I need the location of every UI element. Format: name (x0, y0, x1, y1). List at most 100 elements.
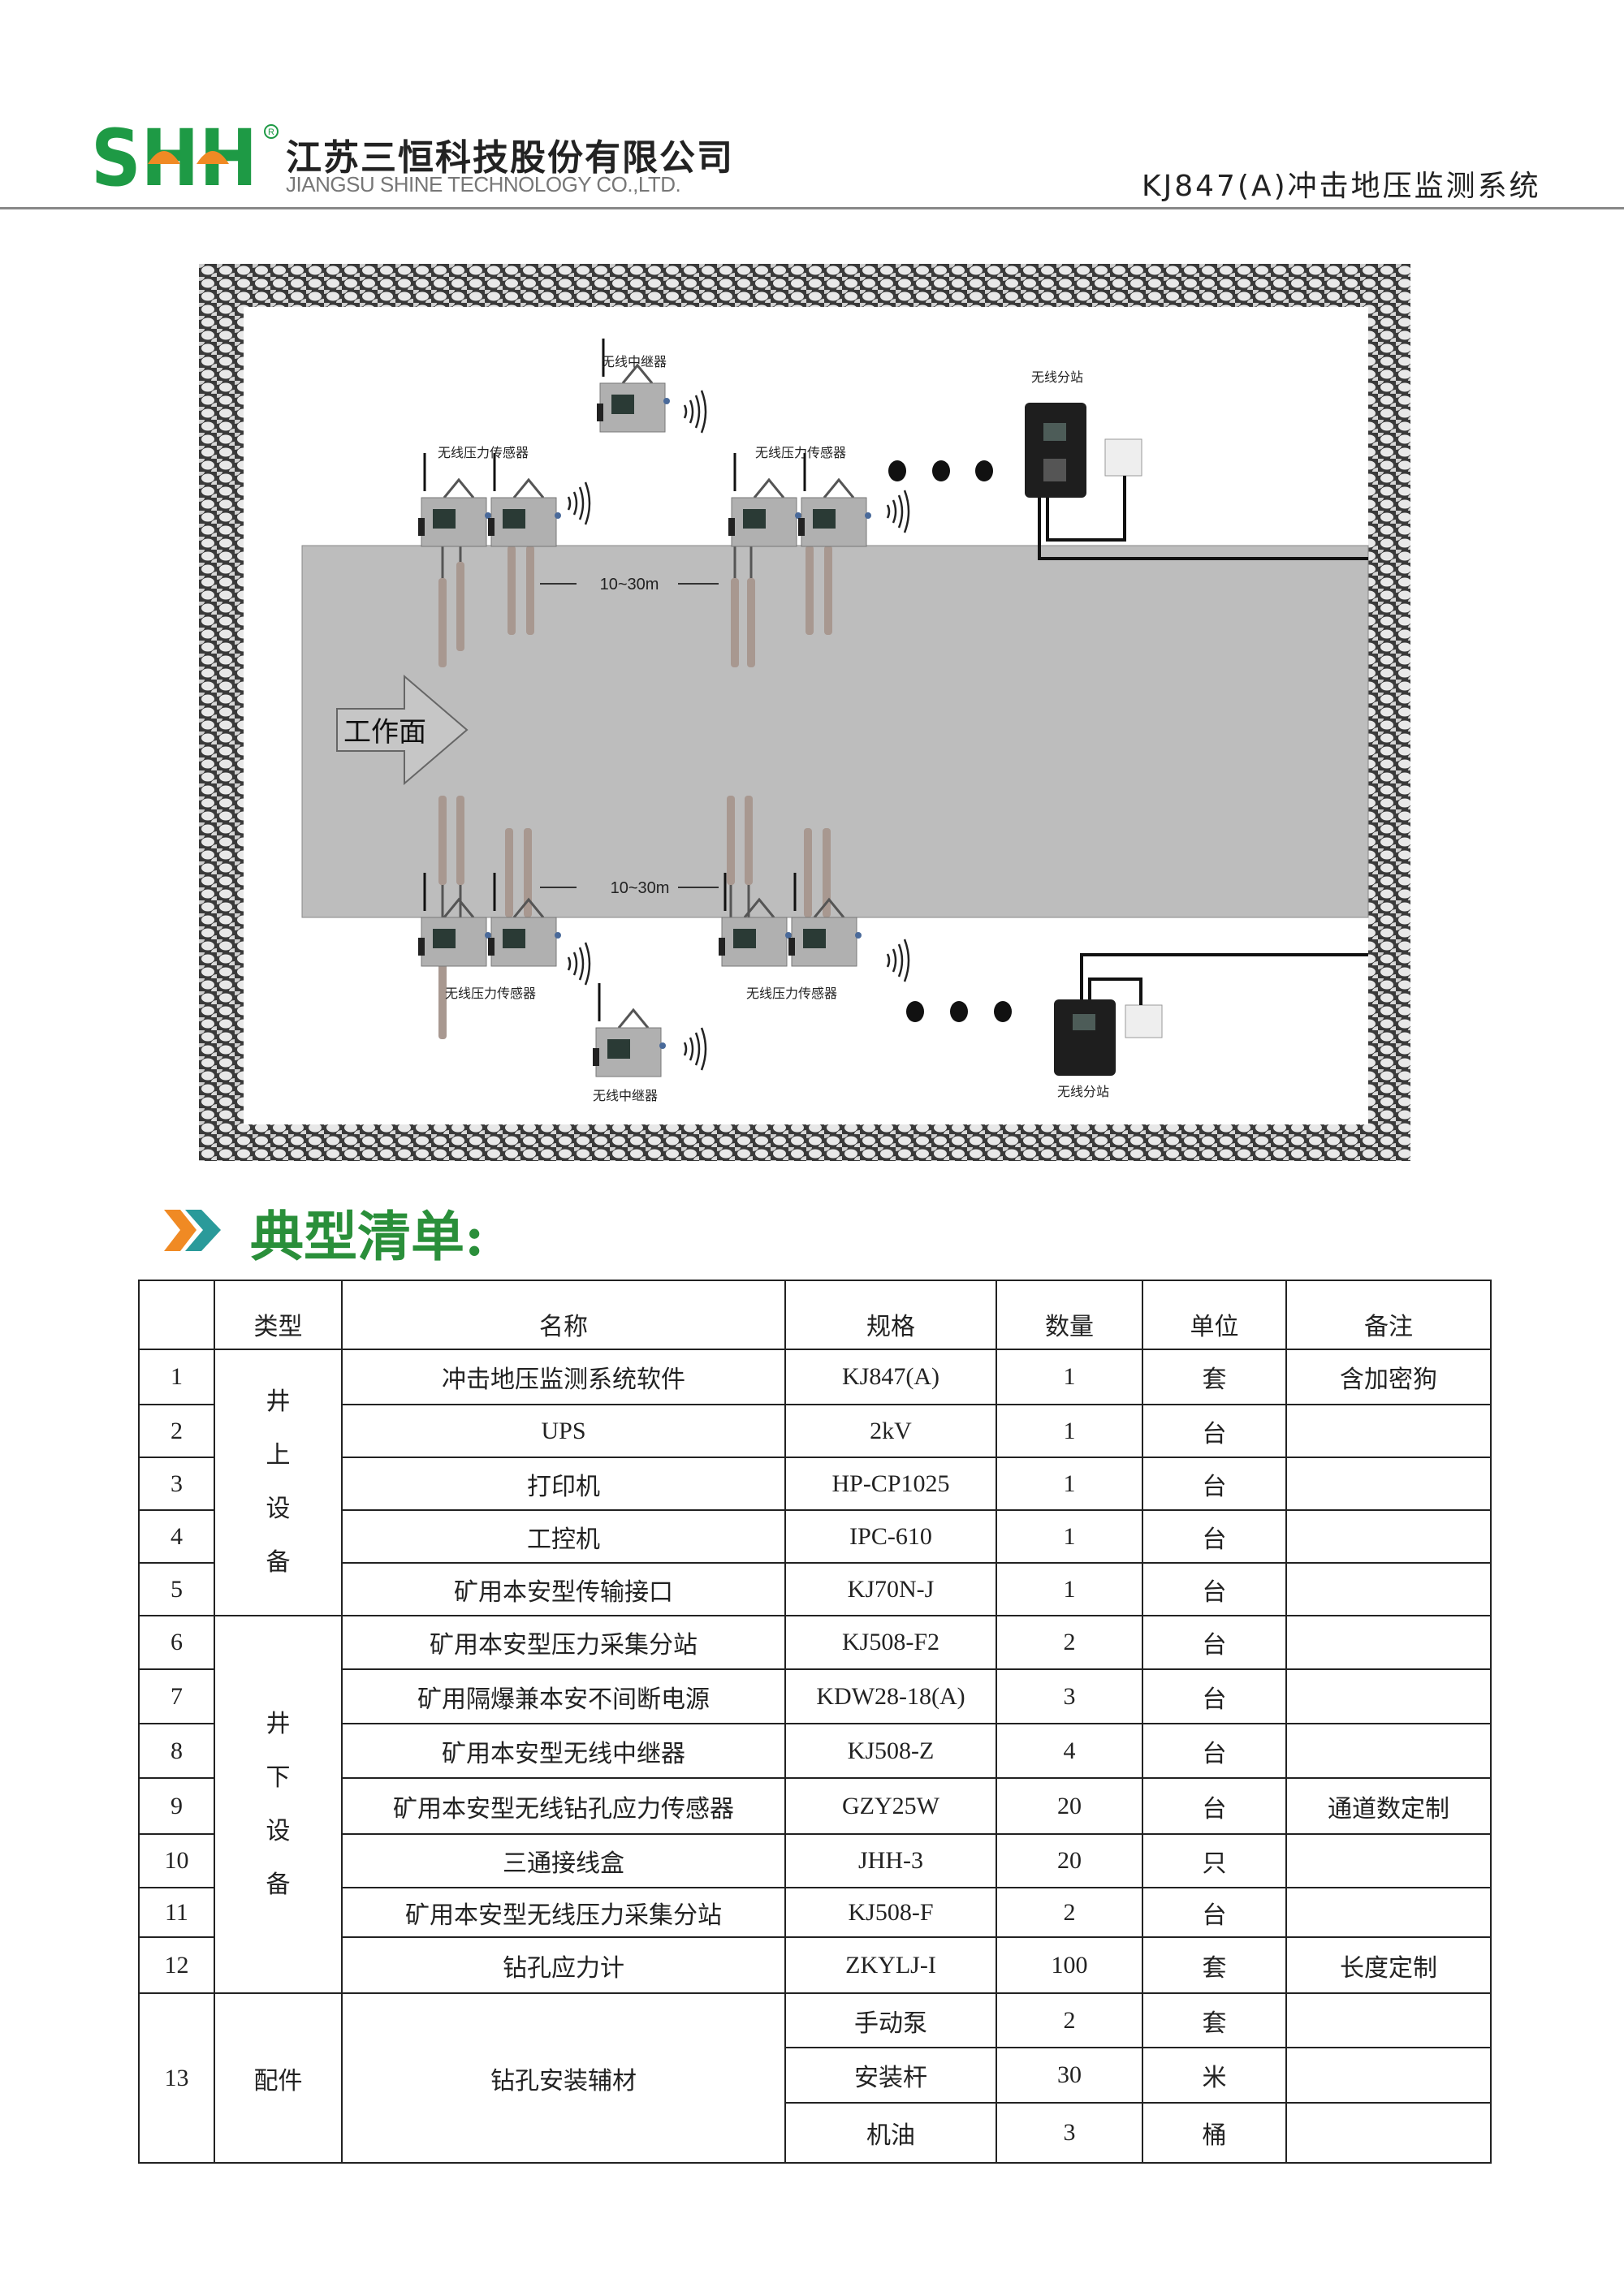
cell-spec: HP-CP1025 (784, 1457, 997, 1511)
header-no (138, 1280, 215, 1350)
row-no: 1 (138, 1349, 215, 1405)
cell-unit: 套 (1142, 1936, 1287, 1994)
row-no: 5 (138, 1562, 215, 1616)
cell-qty: 3 (996, 2102, 1143, 2164)
wireless-station-top (1025, 403, 1142, 498)
cell-note (1285, 1509, 1492, 1564)
cell-qty: 1 (996, 1404, 1143, 1458)
cell-note (1285, 1404, 1492, 1458)
cell-note (1285, 1457, 1492, 1511)
cell-unit: 套 (1142, 1992, 1287, 2048)
cell-note (1285, 1615, 1492, 1670)
cell-spec: 机油 (784, 2102, 997, 2164)
company-name-cn: 江苏三恒科技股份有限公司 (286, 137, 734, 179)
cell-unit: 台 (1142, 1562, 1287, 1616)
cell-qty: 1 (996, 1457, 1143, 1511)
row-no: 13 (138, 1992, 215, 2164)
cell-note (1285, 1723, 1492, 1779)
cell-name: 冲击地压监测系统软件 (341, 1349, 786, 1405)
cell-note (1285, 2102, 1492, 2164)
group-type-above: 井上设备 (214, 1349, 343, 1616)
relay-label-top: 无线中继器 (602, 355, 667, 369)
roadway-ground (301, 545, 1369, 918)
cell-name: 矿用本安型无线钻孔应力传感器 (341, 1777, 786, 1835)
cell-spec: JHH-3 (784, 1833, 997, 1888)
cell-unit: 套 (1142, 1349, 1287, 1405)
row-no: 7 (138, 1668, 215, 1724)
header-note: 备注 (1285, 1280, 1492, 1350)
cell-note (1285, 2047, 1492, 2104)
workface-arrow: 工作面 (336, 674, 469, 786)
cell-name: 矿用隔爆兼本安不间断电源 (341, 1668, 786, 1724)
ellipsis-dots-bottom (906, 1001, 1012, 1022)
header-qty: 数量 (996, 1280, 1143, 1350)
cell-note: 长度定制 (1285, 1936, 1492, 1994)
row-no: 3 (138, 1457, 215, 1511)
cell-name: 钻孔安装辅材 (341, 1992, 786, 2164)
cell-unit: 台 (1142, 1509, 1287, 1564)
cell-qty: 1 (996, 1349, 1143, 1405)
cell-note (1285, 1562, 1492, 1616)
row-no: 12 (138, 1936, 215, 1994)
cell-spec: 2kV (784, 1404, 997, 1458)
cell-unit: 台 (1142, 1404, 1287, 1458)
cell-note: 通道数定制 (1285, 1777, 1492, 1835)
distance-label-bottom: 10~30m (611, 879, 670, 897)
cell-spec: IPC-610 (784, 1509, 997, 1564)
header-divider (0, 207, 1624, 209)
section-title: 典型清单: (250, 1205, 485, 1268)
row-no: 2 (138, 1404, 215, 1458)
cell-unit: 米 (1142, 2047, 1287, 2104)
group-type-below: 井下设备 (214, 1615, 343, 1994)
cell-name: 矿用本安型压力采集分站 (341, 1615, 786, 1670)
cell-spec: KJ508-F (784, 1887, 997, 1938)
sensor-label-bottom-left: 无线压力传感器 (445, 986, 536, 1001)
cell-qty: 2 (996, 1992, 1143, 2048)
header-name: 名称 (341, 1280, 786, 1350)
cell-qty: 1 (996, 1562, 1143, 1616)
cell-spec: 手动泵 (784, 1992, 997, 2048)
distance-label-top: 10~30m (600, 576, 659, 593)
table-header-row: 类型 名称 规格 数量 单位 备注 (138, 1280, 1492, 1350)
cell-note (1285, 1992, 1492, 2048)
group-type-parts: 配件 (214, 1992, 343, 2164)
cell-note (1285, 1887, 1492, 1938)
company-logo: SHH R (91, 122, 279, 195)
relay-label-bottom: 无线中继器 (593, 1089, 658, 1103)
group-type-label: 井下设备 (266, 1710, 291, 1898)
cell-name: 钻孔应力计 (341, 1936, 786, 1994)
cell-name: 工控机 (341, 1509, 786, 1564)
sensor-label-top-right: 无线压力传感器 (755, 446, 846, 460)
group-type-label: 井上设备 (266, 1388, 291, 1576)
cell-name: 打印机 (341, 1457, 786, 1511)
sensor-label-top-left: 无线压力传感器 (438, 446, 529, 460)
cell-qty: 20 (996, 1833, 1143, 1888)
cell-name: 矿用本安型传输接口 (341, 1562, 786, 1616)
station-label-bottom: 无线分站 (1057, 1085, 1109, 1099)
row-no: 8 (138, 1723, 215, 1779)
row-no: 10 (138, 1833, 215, 1888)
cell-qty: 20 (996, 1777, 1143, 1835)
cell-note (1285, 1833, 1492, 1888)
cell-unit: 只 (1142, 1833, 1287, 1888)
cell-name: UPS (341, 1404, 786, 1458)
cell-note: 含加密狗 (1285, 1349, 1492, 1405)
row-no: 6 (138, 1615, 215, 1670)
document-title: KJ847(A)冲击地压监测系统 (1142, 170, 1541, 203)
header-unit: 单位 (1142, 1280, 1287, 1350)
cell-spec: KJ847(A) (784, 1349, 997, 1405)
row-no: 4 (138, 1509, 215, 1564)
cell-qty: 3 (996, 1668, 1143, 1724)
system-layout-diagram: 工作面 无线中继器 无线压力传感器 无线压力传感器 10~30m 无线分站 (199, 264, 1410, 1161)
cell-unit: 桶 (1142, 2102, 1287, 2164)
ellipsis-dots-top (888, 460, 993, 481)
